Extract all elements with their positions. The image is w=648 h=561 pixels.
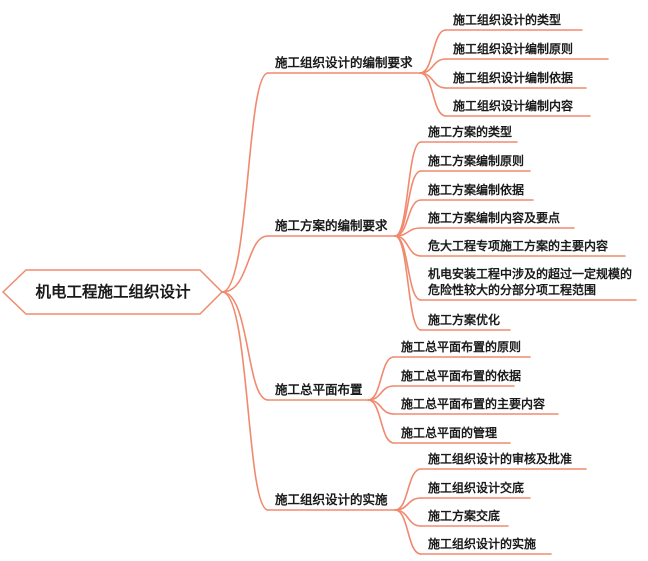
root-connector-4 bbox=[221, 291, 269, 511]
root-connector-3 bbox=[221, 291, 269, 401]
leaf-scheme-contents[interactable]: 施工方案编制内容及要点 bbox=[428, 211, 561, 225]
leaf-connector-1-4 bbox=[419, 72, 447, 117]
leaf-hazard-scope[interactable]: 机电安装工程中涉及的超过一定规模的危险性较大的分部分项工程范围 bbox=[428, 267, 633, 297]
branch-scheme-requirements[interactable]: 施工方案的编制要求 bbox=[275, 218, 388, 233]
leaf-scheme-basis[interactable]: 施工方案编制依据 bbox=[428, 183, 525, 197]
branch-implementation[interactable]: 施工组织设计的实施 bbox=[275, 492, 388, 507]
leaf-scheme-principles[interactable]: 施工方案编制原则 bbox=[428, 154, 525, 168]
leaf-layout-basis[interactable]: 施工总平面布置的依据 bbox=[401, 369, 522, 383]
leaf-design-contents[interactable]: 施工组织设计编制内容 bbox=[453, 99, 574, 113]
leaf-design-principles[interactable]: 施工组织设计编制原则 bbox=[453, 42, 574, 56]
leaf-design-implementation[interactable]: 施工组织设计的实施 bbox=[428, 537, 537, 551]
leaf-connector-4-4 bbox=[394, 509, 422, 555]
leaf-design-briefing[interactable]: 施工组织设计交底 bbox=[428, 481, 525, 495]
leaf-connector-2-2 bbox=[394, 170, 422, 237]
leaf-layout-principles[interactable]: 施工总平面布置的原则 bbox=[401, 340, 522, 354]
leaf-design-basis[interactable]: 施工组织设计编制依据 bbox=[453, 71, 574, 85]
leaf-connector-2-1 bbox=[394, 141, 422, 237]
leaf-scheme-optimization[interactable]: 施工方案优化 bbox=[428, 313, 501, 327]
leaf-layout-contents[interactable]: 施工总平面布置的主要内容 bbox=[401, 397, 546, 411]
leaf-scheme-briefing[interactable]: 施工方案交底 bbox=[428, 509, 501, 523]
leaf-connector-4-1 bbox=[394, 468, 422, 511]
leaf-connector-1-1 bbox=[419, 29, 447, 74]
leaf-connector-3-1 bbox=[367, 356, 395, 401]
root-connector-1 bbox=[221, 72, 269, 293]
leaf-scheme-types[interactable]: 施工方案的类型 bbox=[428, 125, 513, 139]
root-node-label[interactable]: 机电工程施工组织设计 bbox=[35, 283, 191, 301]
root-connector-2 bbox=[221, 235, 269, 293]
leaf-review-approval[interactable]: 施工组织设计的审核及批准 bbox=[428, 452, 573, 466]
leaf-hazard-scheme[interactable]: 危大工程专项施工方案的主要内容 bbox=[428, 239, 609, 253]
branch-compilation-requirements[interactable]: 施工组织设计的编制要求 bbox=[275, 55, 413, 70]
leaf-layout-management[interactable]: 施工总平面的管理 bbox=[401, 426, 498, 440]
leaf-design-types[interactable]: 施工组织设计的类型 bbox=[453, 13, 562, 27]
leaf-connector-3-4 bbox=[367, 399, 395, 444]
branch-site-layout[interactable]: 施工总平面布置 bbox=[275, 382, 363, 397]
leaf-connector-2-7 bbox=[394, 235, 422, 331]
